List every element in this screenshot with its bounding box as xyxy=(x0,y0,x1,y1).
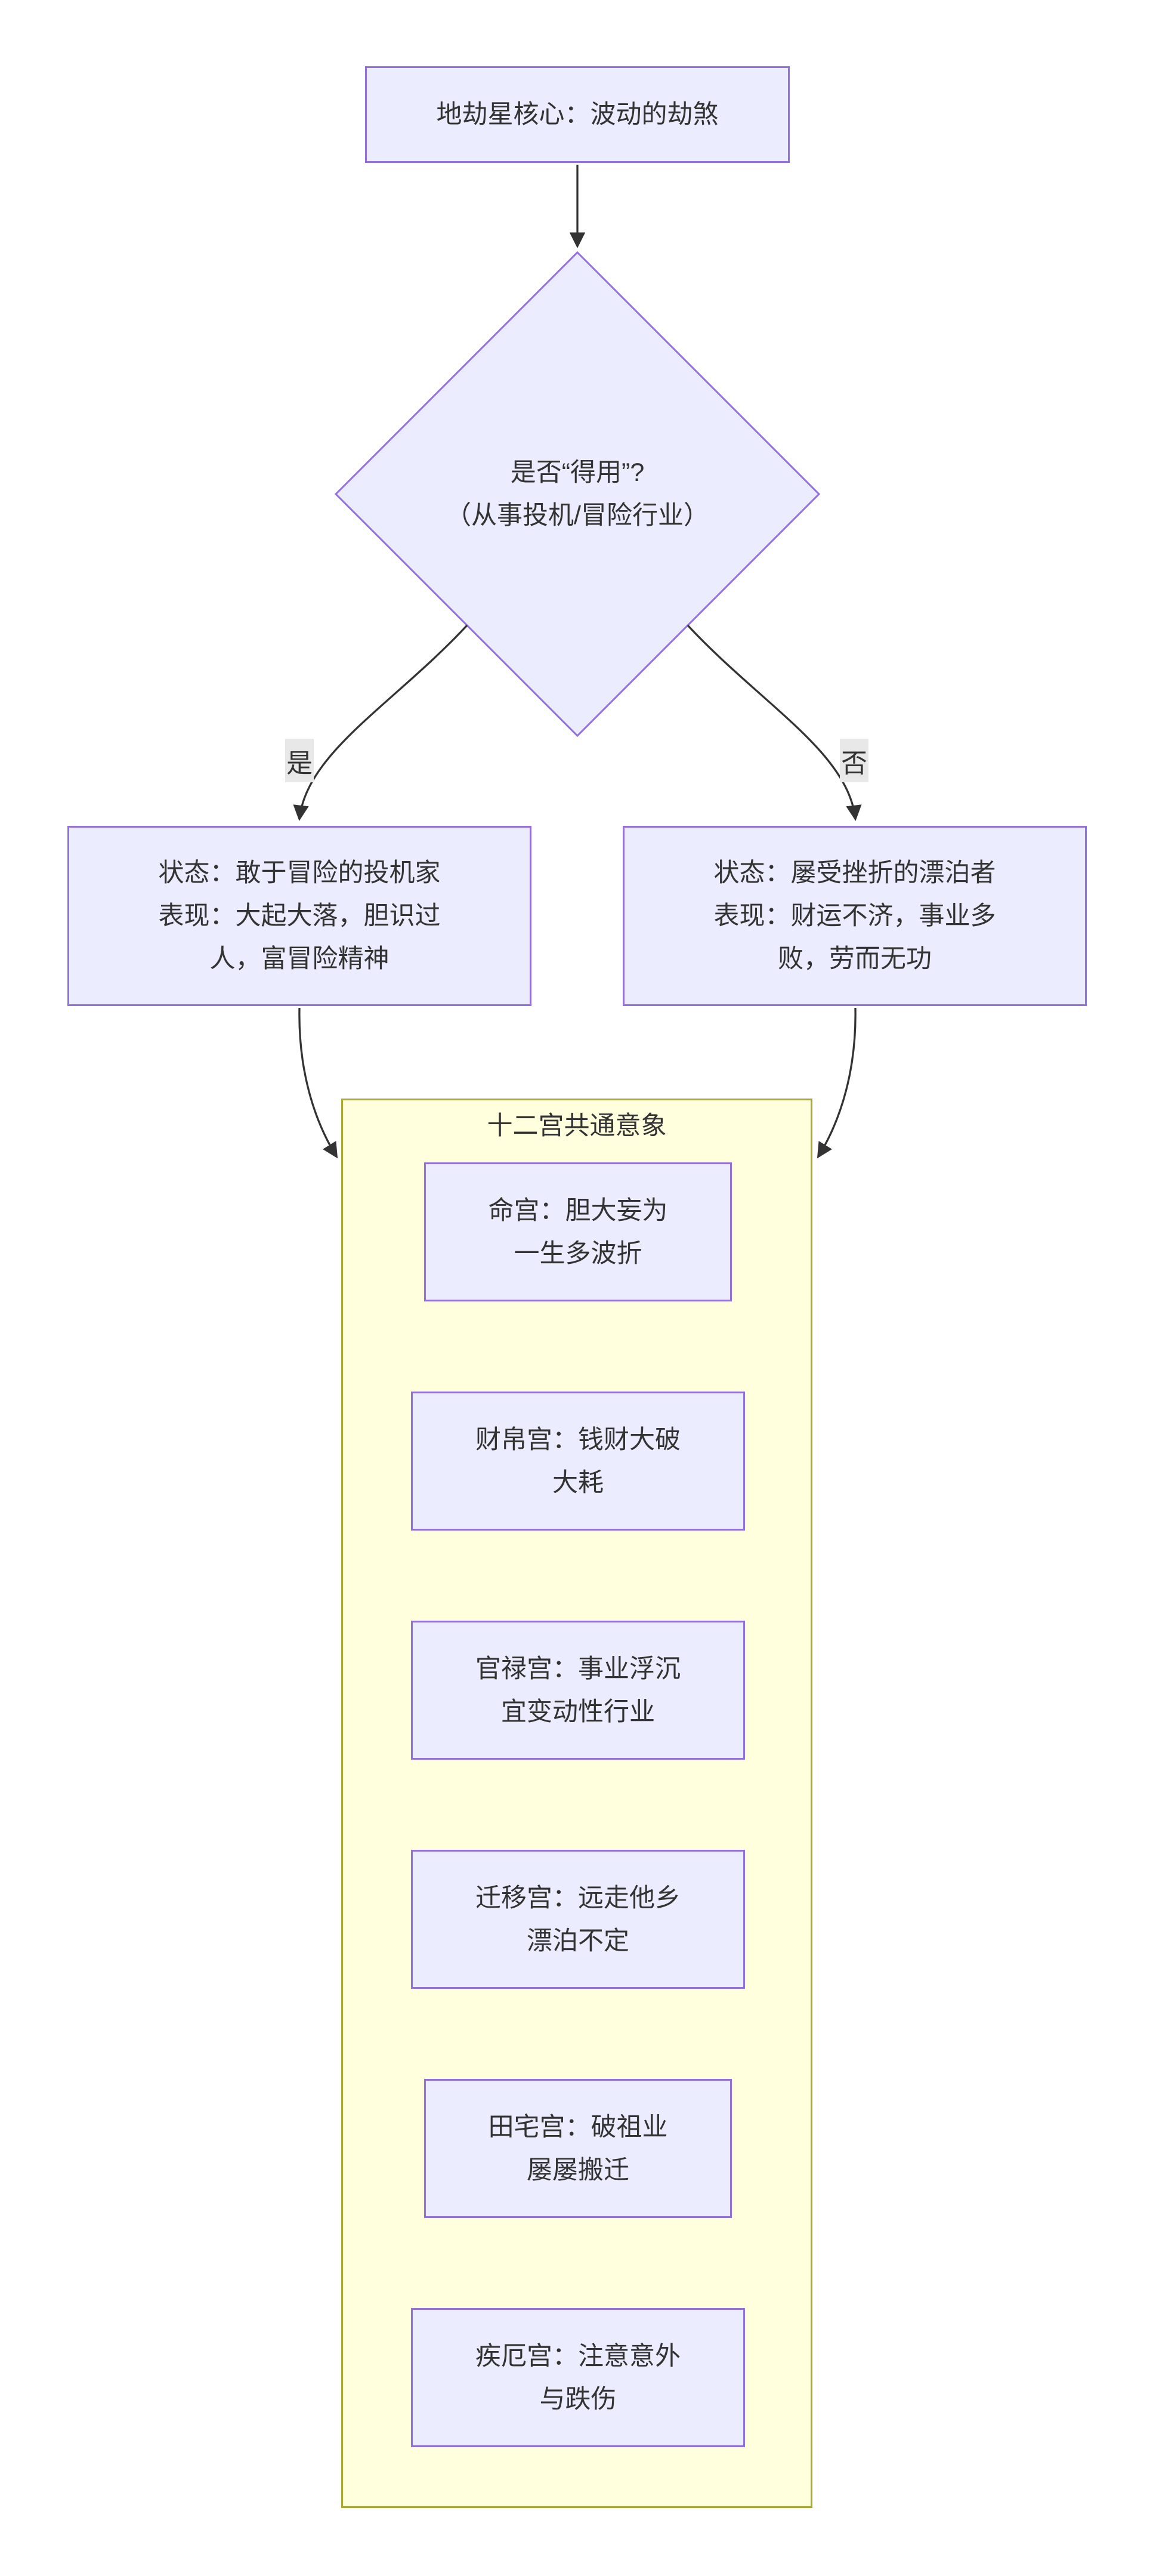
palace-line: 疾厄宫：注意意外 xyxy=(475,2341,681,2371)
palace-node-ming: 命宫：胆大妄为 一生多波折 xyxy=(424,1162,732,1301)
root-node: 地劫星核心：波动的劫煞 xyxy=(365,66,790,163)
palace-node-jie: 疾厄宫：注意意外 与跌伤 xyxy=(411,2308,745,2447)
edge-no-to-cluster xyxy=(817,1007,857,1159)
palace-line: 一生多波折 xyxy=(514,1239,642,1268)
no-outcome-line-2: 表现：财运不济，事业多 xyxy=(713,902,996,930)
edge-label-no-text: 否 xyxy=(841,748,867,778)
palace-line: 与跌伤 xyxy=(539,2384,617,2414)
palace-line: 大耗 xyxy=(552,1468,604,1497)
palace-node-caibo: 财帛宫：钱财大破 大耗 xyxy=(411,1392,745,1531)
no-outcome-line-1: 状态：屡受挫折的漂泊者 xyxy=(713,859,996,887)
palace-line: 田宅宫：破祖业 xyxy=(488,2112,668,2142)
edge-label-yes: 是 xyxy=(285,739,314,782)
palace-line: 财帛宫：钱财大破 xyxy=(475,1425,681,1454)
palace-node-tianzhai: 田宅宫：破祖业 屡屡搬迁 xyxy=(424,2079,732,2218)
yes-outcome-line-3: 人，富冒险精神 xyxy=(209,945,390,973)
decision-node-label: 是否“得用”? （从事投机/冒险行业） xyxy=(339,451,816,537)
palace-line: 屡屡搬迁 xyxy=(527,2155,629,2185)
edge-decision-to-yes xyxy=(293,624,468,821)
no-outcome-line-3: 败，劳而无功 xyxy=(778,945,932,973)
root-node-label: 地劫星核心：波动的劫煞 xyxy=(436,100,719,129)
decision-line-1: 是否“得用”? xyxy=(510,458,645,487)
edge-decision-to-no xyxy=(687,624,862,821)
palace-node-qianyi: 迁移宫：远走他乡 漂泊不定 xyxy=(411,1850,745,1989)
palace-line: 官禄宫：事业浮沉 xyxy=(475,1654,681,1683)
decision-line-2: （从事投机/冒险行业） xyxy=(446,501,709,530)
edge-label-no: 否 xyxy=(840,739,868,782)
palace-line: 命宫：胆大妄为 xyxy=(488,1196,668,1225)
palace-node-guanlu: 官禄宫：事业浮沉 宜变动性行业 xyxy=(411,1621,745,1760)
yes-outcome-line-1: 状态：敢于冒险的投机家 xyxy=(158,859,441,887)
palace-line: 漂泊不定 xyxy=(527,1926,629,1955)
yes-outcome-line-2: 表现：大起大落，胆识过 xyxy=(158,902,441,930)
palace-line: 迁移宫：远走他乡 xyxy=(475,1883,681,1912)
no-outcome-node: 状态：屡受挫折的漂泊者 表现：财运不济，事业多 败，劳而无功 xyxy=(623,826,1087,1006)
palace-line: 宜变动性行业 xyxy=(501,1697,655,1726)
cluster-title: 十二宫共通意象 xyxy=(487,1112,667,1140)
cluster-twelve-palaces: 十二宫共通意象 命宫：胆大妄为 一生多波折 财帛宫：钱财大破 大耗 官禄宫：事业… xyxy=(341,1099,812,2508)
edge-label-yes-text: 是 xyxy=(286,748,313,778)
edge-yes-to-cluster xyxy=(298,1007,338,1159)
yes-outcome-node: 状态：敢于冒险的投机家 表现：大起大落，胆识过 人，富冒险精神 xyxy=(67,826,531,1006)
